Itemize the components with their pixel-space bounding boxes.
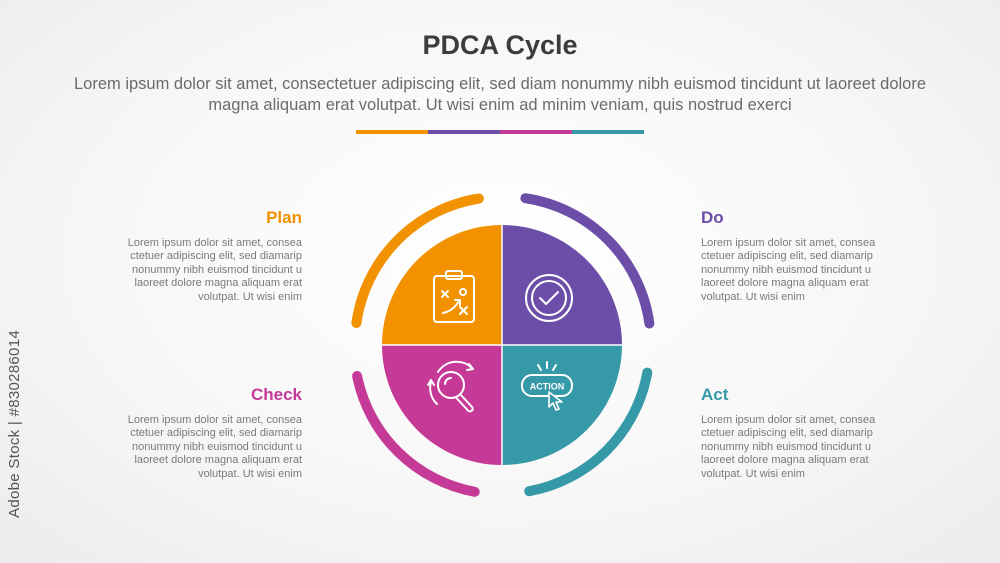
plan-description: Lorem ipsum dolor sit amet, consea ctetu… <box>127 237 302 303</box>
plan-heading: Plan <box>266 208 302 227</box>
color-bar-check <box>500 130 572 134</box>
color-bar <box>356 130 644 134</box>
plan-quadrant <box>382 225 502 345</box>
magnifier-refresh-icon <box>427 360 474 413</box>
do-description: Lorem ipsum dolor sit amet, consea ctetu… <box>701 237 876 303</box>
do-quadrant <box>502 225 622 345</box>
stock-watermark: Adobe Stock | #830286014 <box>6 330 23 518</box>
color-bar-plan <box>356 130 428 134</box>
check-description: Lorem ipsum dolor sit amet, consea ctetu… <box>127 414 302 480</box>
act-heading: Act <box>701 385 729 404</box>
color-bar-do <box>428 130 500 134</box>
do-outer-arc <box>520 193 655 329</box>
checkmark-circle-icon <box>525 274 573 322</box>
check-outer-arc <box>352 371 480 497</box>
action-icon-label: ACTION <box>530 382 565 392</box>
color-bar-act <box>572 130 644 134</box>
plan-outer-arc <box>351 193 484 328</box>
act-outer-arc <box>524 367 653 497</box>
act-description: Lorem ipsum dolor sit amet, consea ctetu… <box>701 414 876 480</box>
check-quadrant <box>382 345 502 465</box>
page-subtitle: Lorem ipsum dolor sit amet, consectetuer… <box>73 75 927 114</box>
clipboard-strategy-icon <box>433 270 475 323</box>
check-heading: Check <box>250 385 302 404</box>
page-title: PDCA Cycle <box>422 30 578 60</box>
do-heading: Do <box>701 208 724 227</box>
action-button-icon: ACTION <box>521 361 573 411</box>
